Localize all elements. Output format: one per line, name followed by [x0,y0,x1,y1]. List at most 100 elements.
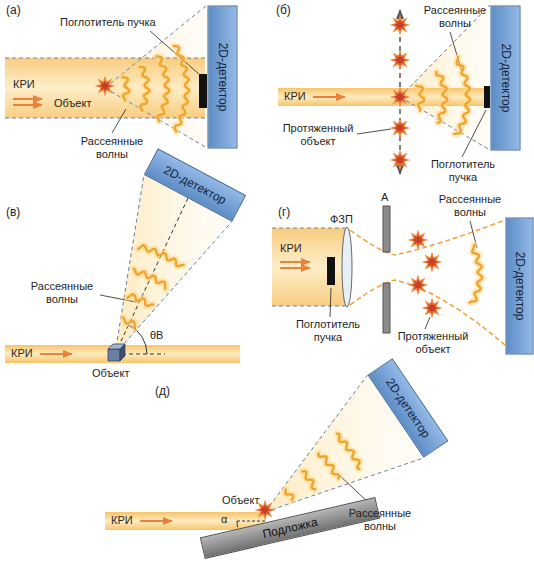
panel-a [5,5,207,148]
wave-glow [123,77,130,100]
panel-label: (а) [6,4,21,17]
callout-label: Поглотитель пучка [60,16,156,29]
node-text: КРИ [13,78,35,90]
leader-line [330,288,331,317]
cone-edge [265,375,368,512]
beam-stop [327,257,335,285]
wave-glow [436,72,447,123]
wave-glow [470,245,483,302]
panel-label: (д) [155,385,170,398]
beam-stop [199,74,207,108]
scattered-wave [127,294,153,306]
callout-label: Протяженный объект [395,330,471,356]
callout-label: А [381,191,388,204]
beam-band: КРИ [278,88,484,106]
scattered-wave [285,489,293,499]
beam-band [278,88,486,106]
scattered-wave [302,471,315,489]
callout-label: Объект [222,494,259,507]
zone-plate [342,227,352,307]
object-star [410,232,427,249]
object-star [424,300,441,317]
object-star [392,89,409,106]
wave-glow [302,471,315,489]
leader-line [357,129,391,134]
callout-label: Рассеянные волны [422,4,488,30]
node-text: КРИ [111,514,133,526]
scattered-wave [436,72,447,123]
wave-glow [123,317,135,328]
wave-glow [319,454,340,479]
beam-arrow [313,96,345,98]
scattered-wave [454,57,470,134]
object-star [410,277,427,294]
node-text: КРИ [11,347,33,359]
node-text: Подложка [261,515,319,541]
object-star [392,17,409,34]
scattered-wave [337,434,360,469]
callout-label: Рассеянные волны [72,135,152,161]
detector-panel: 2D-детектор [207,5,237,148]
panel-b [278,5,490,174]
aperture [383,206,390,252]
detector-panel: 2D-детектор [505,218,533,355]
beam-arrow [40,353,72,355]
wave-glow [140,67,150,111]
callout-label: ФЗП [330,213,353,226]
beam-band: КРИ [5,345,240,363]
panel-label: (б) [276,4,291,17]
focus-line [350,220,505,255]
object-star [392,152,409,169]
scattered-wave [470,245,483,302]
axis-line [115,198,188,354]
node-text: КРИ [280,242,302,254]
waves [123,46,483,500]
callout-label: Объект [54,97,91,110]
scattered-wave [138,245,183,266]
object-star [392,120,409,137]
angle-arc [236,521,238,527]
panel-d [272,206,505,345]
callout-label: Рассеянные волны [24,280,100,306]
wave-glow [337,434,360,469]
axis-line [237,521,265,522]
panel-label: (г) [278,206,290,219]
scattered-wave [174,46,190,132]
wave-glow [454,57,470,134]
beam-band: КРИ [272,228,345,306]
leader-line [112,109,126,133]
beam-band [272,228,347,306]
beam-edge [272,306,345,307]
aperture [383,283,390,333]
beam-arrow [13,98,42,100]
callout-label: Протяженный объект [280,122,356,148]
scattered-wave [416,86,424,111]
beam-stop [484,86,490,108]
object-star [392,52,409,69]
wave-glow [174,46,190,132]
scattered-wave [123,317,135,328]
node-text: КРИ [284,90,306,102]
callout-label: α [221,513,227,526]
panel-label: (в) [6,206,20,219]
cone-edge [115,175,144,355]
detector-panel: 2D-детектор [490,5,520,150]
beam-arrow [13,104,42,106]
node-text: 2D-детектор [215,42,229,111]
scattered-wave [123,77,130,100]
scattered-wave [140,67,150,111]
callout-label: Поглотитель пучка [425,158,501,184]
wave-glow [157,56,170,121]
beam-arrow [280,267,310,269]
object-star [424,254,441,271]
leader-line [425,317,430,329]
cube-object [108,344,125,361]
cone-edge [115,222,232,355]
scattered-wave [157,56,170,121]
callout-label: Объект [92,367,129,380]
wave-glow [416,86,424,111]
beam-band [5,345,240,363]
node-text: 2D-детектор [512,252,526,321]
wave-glow [127,294,153,306]
